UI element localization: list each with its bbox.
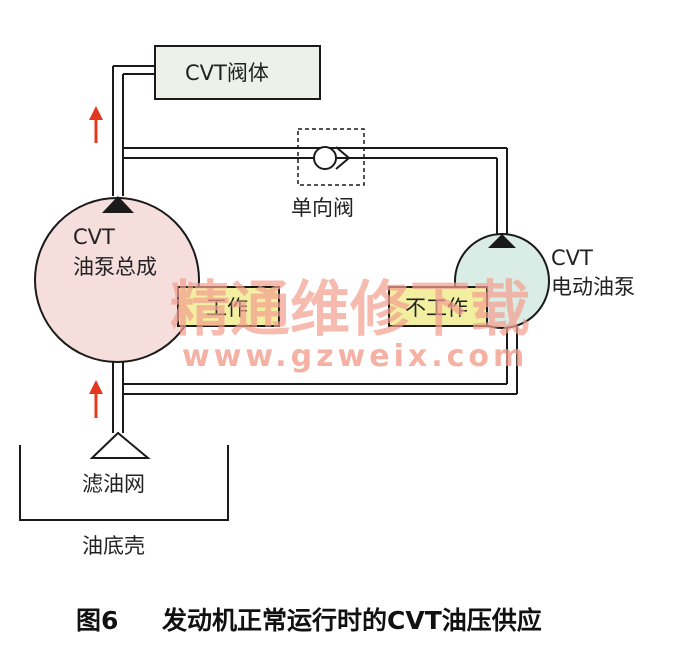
state-box-not-working: [388, 286, 488, 327]
electric-pump-label-line1: CVT: [551, 246, 593, 270]
oil-pan: [19, 445, 229, 521]
filter-label: 滤油网: [82, 472, 145, 496]
oil-pipes: [112, 65, 518, 433]
main-pump-label-line1: CVT: [73, 225, 115, 249]
state-not-working-text: 不工作: [405, 296, 468, 320]
filter: [89, 431, 151, 459]
main-pump-label-line2: 油泵总成: [73, 255, 157, 279]
pump-outlet-arrow: [102, 196, 134, 213]
electric-pump-label-line2: 电动油泵: [551, 275, 635, 299]
watermark-url: www.gzweix.com: [182, 339, 528, 374]
figure-caption: 发动机正常运行时的CVT油压供应: [161, 606, 542, 635]
state-box-working: [177, 286, 280, 327]
watermark-site-name: 精通维修下载: [170, 275, 530, 345]
cvt-valve-body: [154, 45, 321, 100]
cvt-valve-body-label: CVT阀体: [185, 61, 269, 85]
flow-arrow-supply: [89, 106, 103, 143]
check-valve: [297, 128, 365, 186]
electric-pump-outlet-arrow: [488, 234, 516, 248]
state-working-text: 工作: [206, 296, 248, 320]
flow-arrow-suction: [89, 380, 103, 418]
cvt-oil-pump-assembly: [34, 196, 200, 363]
figure-number: 图6: [76, 606, 118, 635]
check-valve-label: 单向阀: [291, 196, 354, 220]
oil-pan-label: 油底壳: [82, 534, 145, 558]
